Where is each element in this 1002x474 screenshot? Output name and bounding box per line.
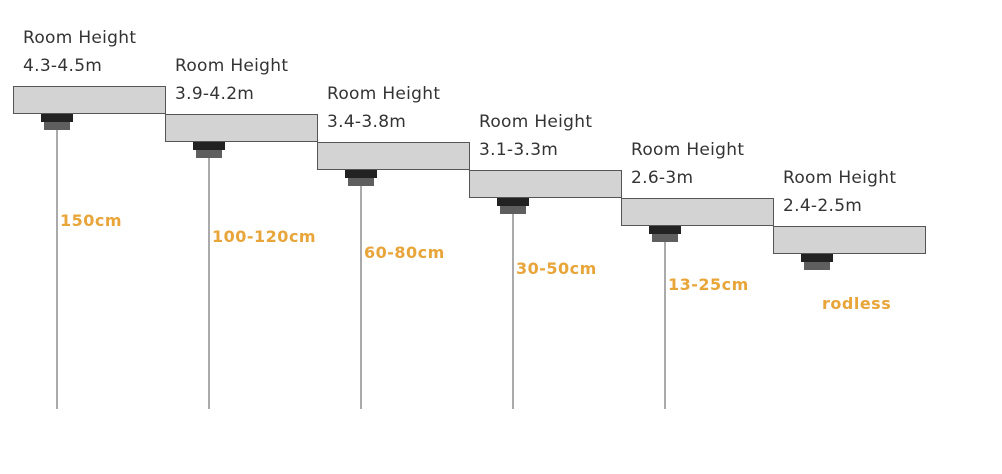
rod-length-label: 30-50cm bbox=[516, 259, 597, 278]
suspension-rod bbox=[56, 130, 58, 409]
ceiling-mount-base-icon bbox=[348, 178, 374, 186]
ceiling-mount-base-icon bbox=[44, 122, 70, 130]
room-height-title: Room Height bbox=[479, 112, 593, 132]
ceiling-mount-base-icon bbox=[652, 234, 678, 242]
room-height-value: 3.9-4.2m bbox=[175, 84, 255, 104]
ceiling-mount-icon bbox=[497, 198, 529, 206]
ceiling-mount-icon bbox=[345, 170, 377, 178]
room-height-title: Room Height bbox=[327, 84, 441, 104]
suspension-rod bbox=[512, 214, 514, 409]
suspension-rod bbox=[360, 186, 362, 409]
room-height-value: 2.4-2.5m bbox=[783, 196, 863, 216]
room-height-title: Room Height bbox=[783, 168, 897, 188]
room-height-title: Room Height bbox=[175, 56, 289, 76]
room-height-title: Room Height bbox=[23, 28, 137, 48]
rod-length-label: 60-80cm bbox=[364, 243, 445, 262]
ceiling-mount-icon bbox=[801, 254, 833, 262]
ceiling-step bbox=[317, 142, 470, 170]
ceiling-step bbox=[469, 170, 622, 198]
rod-length-label: rodless bbox=[822, 294, 892, 313]
room-height-value: 2.6-3m bbox=[631, 168, 694, 188]
suspension-rod bbox=[664, 242, 666, 409]
ceiling-step bbox=[165, 114, 318, 142]
room-height-value: 4.3-4.5m bbox=[23, 56, 103, 76]
ceiling-mount-icon bbox=[649, 226, 681, 234]
ceiling-mount-base-icon bbox=[196, 150, 222, 158]
suspension-rod bbox=[208, 158, 210, 409]
room-height-value: 3.4-3.8m bbox=[327, 112, 407, 132]
ceiling-mount-base-icon bbox=[804, 262, 830, 270]
ceiling-step bbox=[621, 198, 774, 226]
ceiling-mount-icon bbox=[41, 114, 73, 122]
room-height-title: Room Height bbox=[631, 140, 745, 160]
rod-length-label: 13-25cm bbox=[668, 275, 749, 294]
ceiling-step bbox=[773, 226, 926, 254]
rod-length-label: 150cm bbox=[60, 211, 123, 230]
rod-length-label: 100-120cm bbox=[212, 227, 317, 246]
ceiling-mount-base-icon bbox=[500, 206, 526, 214]
ceiling-step bbox=[13, 86, 166, 114]
room-height-value: 3.1-3.3m bbox=[479, 140, 559, 160]
ceiling-mount-icon bbox=[193, 142, 225, 150]
